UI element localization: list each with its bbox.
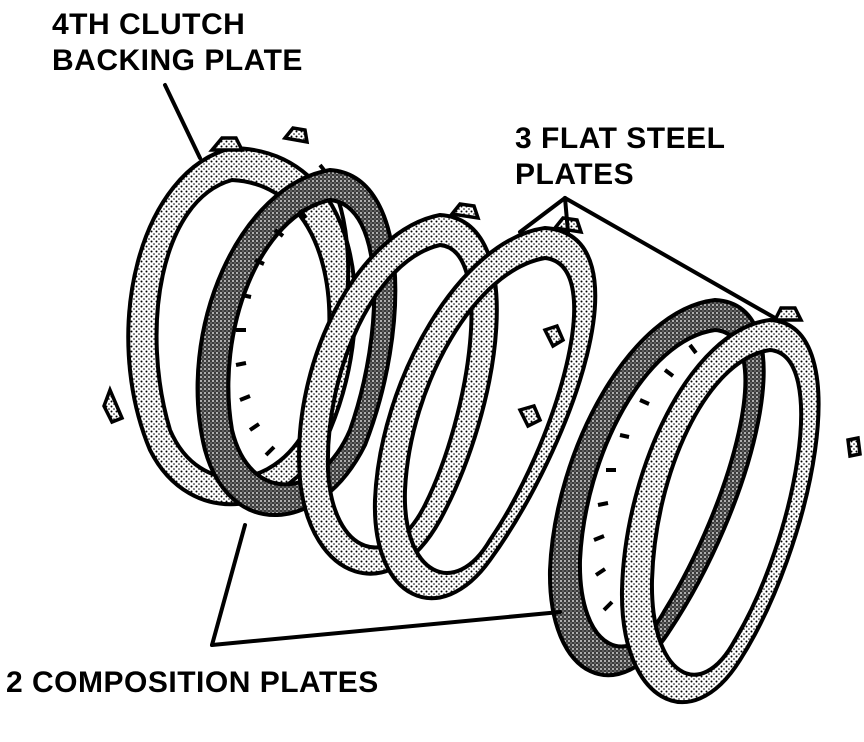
composition-plate-2 [547, 297, 766, 677]
steel-plate-2 [372, 216, 598, 601]
steel-plates-label-line2: PLATES [515, 158, 634, 191]
steel-plates-label-line1: 3 FLAT STEEL [515, 122, 725, 155]
composition-plate-leader-1 [210, 523, 247, 647]
backing-plate-label-line1: 4TH CLUTCH [52, 8, 245, 41]
steel-plate-leader-2 [563, 196, 570, 234]
backing-plate-label-line2: BACKING PLATE [52, 44, 303, 77]
steel-plate-leader-3 [563, 196, 777, 320]
steel-plate-leader-1 [518, 196, 567, 234]
steel-plate-1 [297, 202, 566, 576]
backing-plate-leader [163, 83, 202, 160]
composition-plate-leader-2 [210, 610, 562, 647]
composition-plates-label: 2 COMPOSITION PLATES [6, 666, 379, 699]
leader-lines [163, 83, 777, 647]
steel-plate-3 [619, 306, 862, 705]
